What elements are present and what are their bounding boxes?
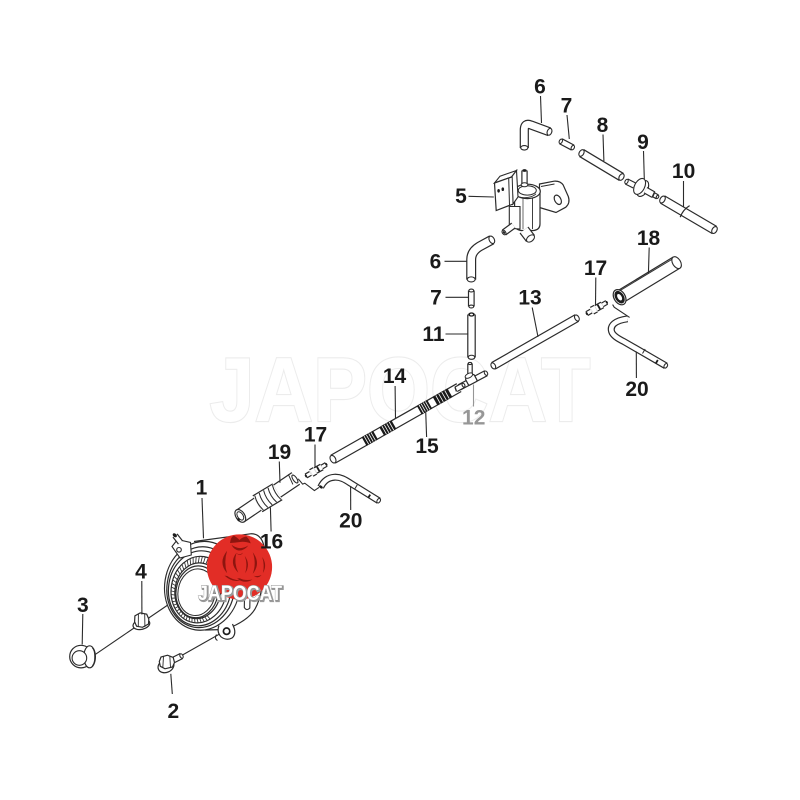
svg-text:20: 20: [339, 510, 362, 533]
svg-text:8: 8: [597, 114, 609, 137]
svg-text:7: 7: [561, 95, 573, 118]
svg-text:14: 14: [383, 365, 407, 388]
svg-text:6: 6: [430, 251, 442, 274]
svg-text:12: 12: [462, 407, 485, 430]
svg-text:19: 19: [268, 441, 291, 464]
svg-text:4: 4: [135, 561, 147, 584]
svg-text:13: 13: [518, 287, 541, 310]
svg-text:17: 17: [584, 257, 607, 280]
svg-text:17: 17: [304, 424, 327, 447]
svg-text:10: 10: [672, 160, 695, 183]
svg-text:6: 6: [534, 76, 546, 99]
svg-text:JAPOCAT: JAPOCAT: [210, 340, 591, 441]
svg-text:7: 7: [430, 287, 442, 310]
svg-text:11: 11: [422, 323, 445, 346]
svg-text:20: 20: [625, 378, 648, 401]
svg-text:3: 3: [77, 594, 89, 617]
svg-text:5: 5: [455, 185, 467, 208]
svg-text:1: 1: [196, 477, 208, 500]
svg-text:JAPOCAT: JAPOCAT: [198, 581, 282, 605]
svg-text:16: 16: [260, 531, 283, 554]
svg-text:JAPOCAT: JAPOCAT: [199, 582, 283, 606]
svg-text:15: 15: [415, 435, 439, 458]
svg-text:2: 2: [167, 700, 179, 723]
svg-text:9: 9: [637, 131, 649, 154]
svg-text:18: 18: [637, 227, 661, 250]
